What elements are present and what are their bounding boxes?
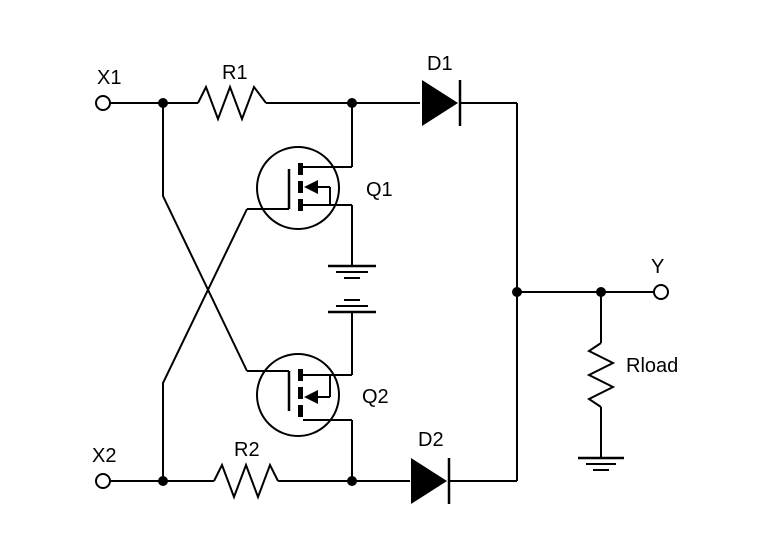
transistor-q1: [247, 103, 353, 266]
junction-dots: [158, 98, 606, 486]
label-d1: D1: [427, 53, 453, 75]
label-x2: X2: [92, 445, 116, 467]
label-rload: Rload: [626, 355, 678, 377]
label-d2: D2: [418, 429, 444, 451]
label-q1: Q1: [366, 179, 393, 201]
resistor-r1: [163, 84, 352, 122]
diode-d1: [422, 80, 517, 126]
resistor-rload: [586, 292, 616, 458]
ground-q2: [328, 299, 376, 314]
label-y: Y: [651, 256, 664, 278]
label-r1: R1: [222, 62, 248, 84]
terminal-x1: [95, 95, 163, 111]
transistor-q2: [247, 312, 353, 481]
label-r2: R2: [234, 439, 260, 461]
ground-rload: [578, 456, 624, 471]
label-q2: Q2: [362, 386, 389, 408]
cross-coupling-wires: [162, 103, 248, 481]
terminal-x2: [95, 473, 163, 489]
label-x1: X1: [97, 67, 121, 89]
resistor-r2: [163, 462, 352, 500]
ground-q1: [328, 264, 376, 279]
diode-d2: [411, 458, 517, 504]
terminal-y: [653, 284, 669, 300]
